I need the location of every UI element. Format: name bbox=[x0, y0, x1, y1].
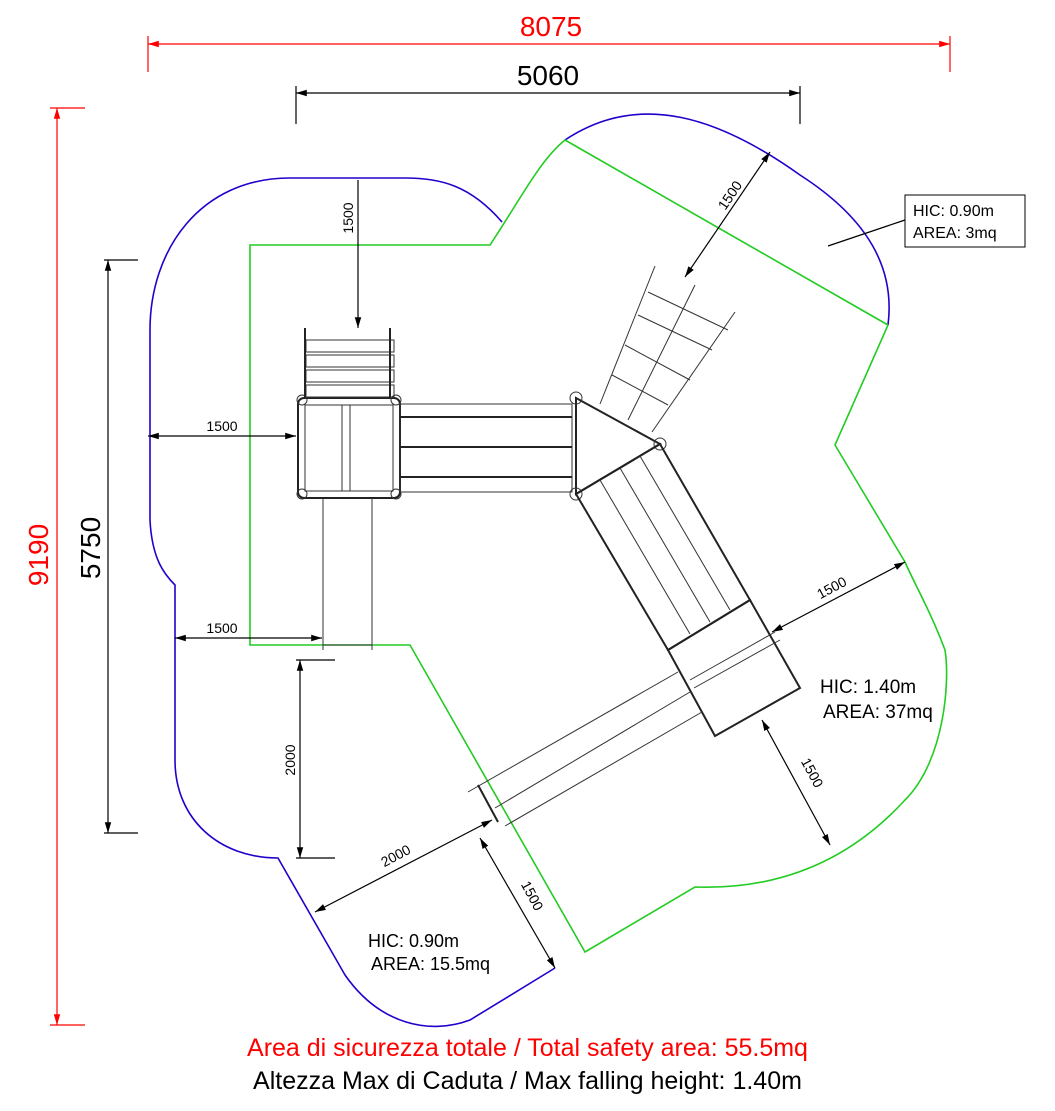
svg-text:1500: 1500 bbox=[206, 620, 237, 636]
bridge bbox=[399, 403, 573, 493]
play-equipment bbox=[296, 265, 802, 827]
clearance-dimensions: 1500 1500 1500 2000 2000 1500 1500 1500 … bbox=[148, 151, 906, 969]
equipment-height-label: 5750 bbox=[75, 517, 106, 579]
svg-text:AREA: 37mq: AREA: 37mq bbox=[823, 702, 933, 723]
overall-width-label: 8075 bbox=[520, 11, 582, 42]
overall-height-dimension: 9190 bbox=[23, 107, 85, 1026]
svg-text:2000: 2000 bbox=[378, 841, 413, 870]
svg-text:2000: 2000 bbox=[282, 744, 298, 775]
slide bbox=[467, 671, 703, 827]
svg-text:AREA: 15.5mq: AREA: 15.5mq bbox=[371, 954, 490, 974]
svg-text:HIC: 0.90m: HIC: 0.90m bbox=[368, 931, 459, 951]
svg-text:1500: 1500 bbox=[798, 755, 827, 790]
tower-right bbox=[666, 598, 802, 738]
equipment-width-dimension: 5060 bbox=[295, 60, 801, 124]
tower-left bbox=[296, 394, 402, 500]
svg-text:1500: 1500 bbox=[206, 418, 237, 434]
total-safety-area: Area di sicurezza totale / Total safety … bbox=[247, 1034, 808, 1062]
svg-text:AREA: 3mq: AREA: 3mq bbox=[913, 225, 997, 242]
ladder-steps bbox=[304, 328, 395, 398]
svg-text:HIC: 1.40m: HIC: 1.40m bbox=[820, 677, 916, 698]
zone-label-bottom: HIC: 0.90m AREA: 15.5mq bbox=[368, 931, 490, 974]
overall-width-dimension: 8075 bbox=[147, 11, 951, 72]
max-falling-height: Altezza Max di Caduta / Max falling heig… bbox=[253, 1067, 802, 1095]
equipment-width-label: 5060 bbox=[517, 60, 579, 91]
ramp bbox=[574, 442, 752, 652]
pole-slide-down bbox=[322, 498, 373, 650]
zone-label-right: HIC: 1.40m AREA: 37mq bbox=[820, 677, 933, 723]
corner-platform bbox=[569, 391, 667, 501]
zone-label-top-right: HIC: 0.90m AREA: 3mq bbox=[827, 194, 1026, 248]
overall-height-label: 9190 bbox=[23, 524, 54, 586]
svg-text:1500: 1500 bbox=[518, 878, 547, 913]
climbing-net bbox=[599, 265, 736, 433]
svg-text:1500: 1500 bbox=[814, 573, 849, 602]
svg-text:HIC: 0.90m: HIC: 0.90m bbox=[913, 203, 994, 220]
equipment-height-dimension: 5750 bbox=[75, 259, 138, 834]
svg-text:1500: 1500 bbox=[340, 202, 356, 233]
safety-boundary bbox=[149, 113, 948, 1028]
